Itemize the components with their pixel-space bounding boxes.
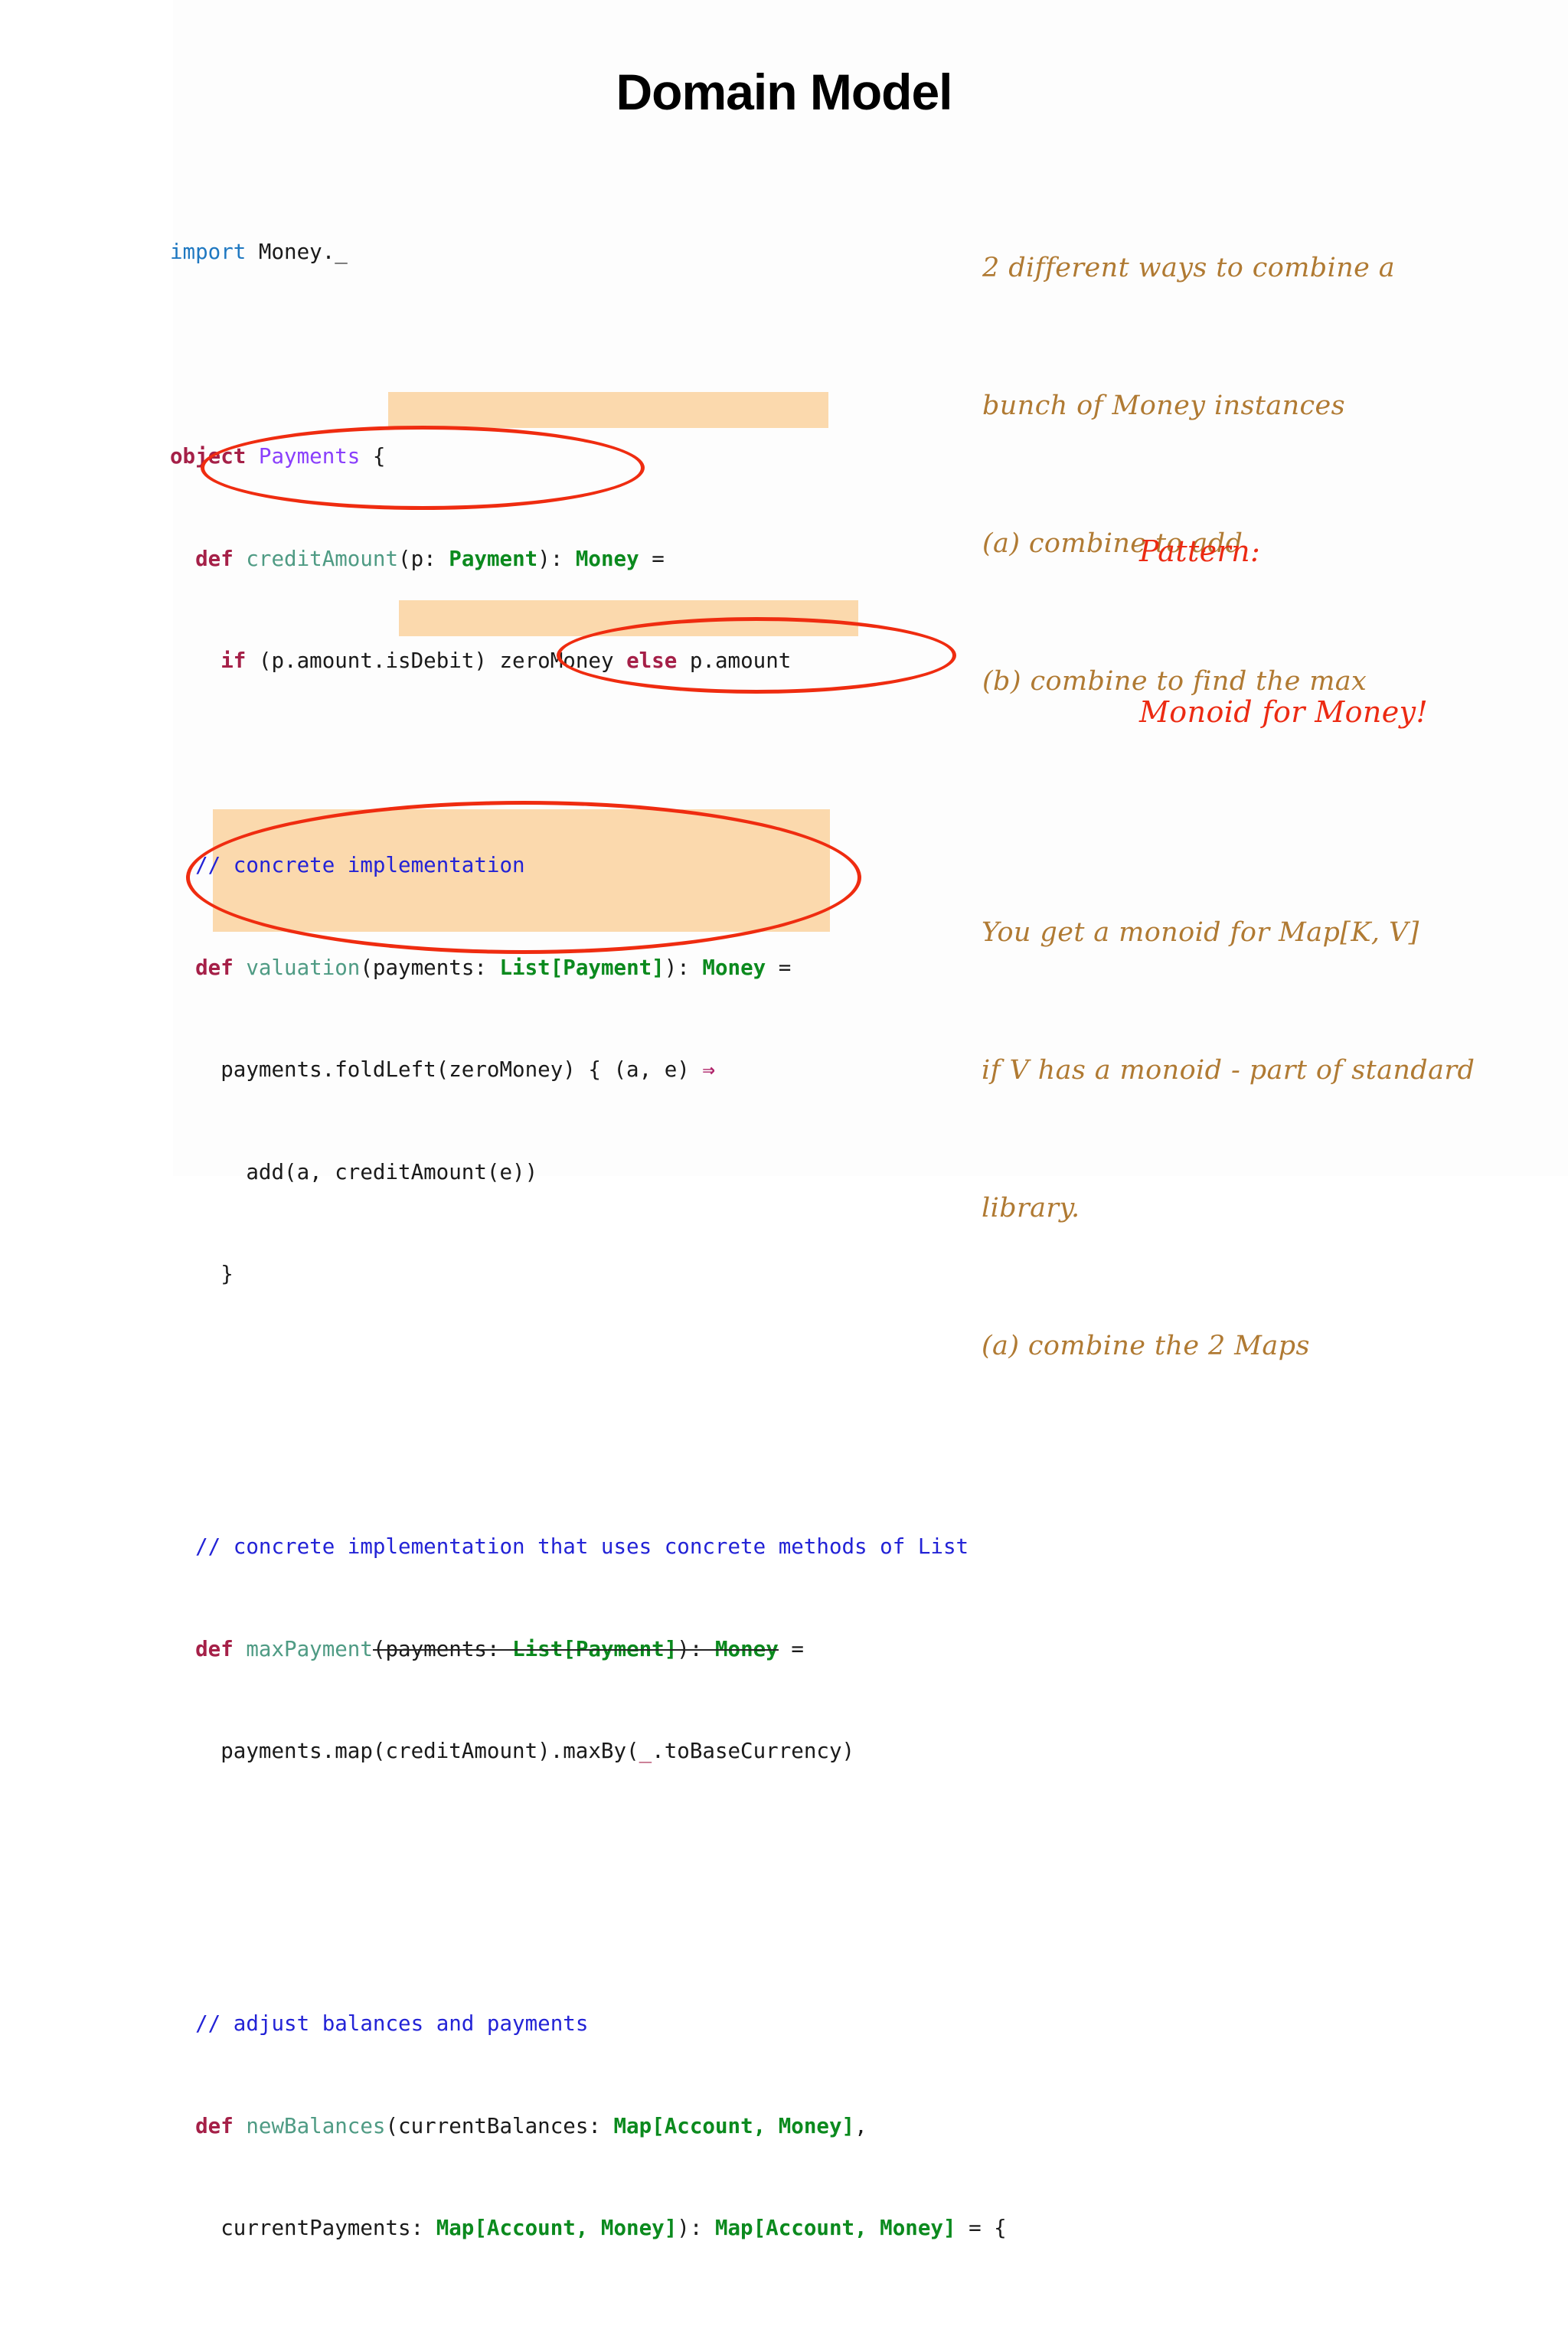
method-maxpayment: maxPayment <box>246 1636 373 1661</box>
type-money: Money <box>714 1636 779 1661</box>
keyword-def: def <box>195 1636 234 1661</box>
annotation-line: library. <box>982 1193 1080 1223</box>
comment-concrete-methods-of-list: // concrete implementation that uses con… <box>195 1534 969 1559</box>
ellipse-foldleft <box>201 426 645 510</box>
code-line-comment-3: // adjust balances and payments <box>170 2007 1007 2041</box>
code-line-comment-2: // concrete implementation that uses con… <box>170 1530 1007 1564</box>
method-newbalances: newBalances <box>246 2113 386 2138</box>
code-line-newbalances-sig-1: def newBalances(currentBalances: Map[Acc… <box>195 2113 867 2138</box>
underscore-placeholder: _ <box>639 1739 652 1763</box>
type-list-payment: List[Payment] <box>499 955 665 980</box>
type-map-account-money: Map[Account, Money] <box>436 2216 678 2240</box>
code-line-foldleft: payments.foldLeft(zeroMoney) { (a, e) ⇒ <box>170 1057 715 1082</box>
annotation-line: (a) combine to add <box>982 528 1243 559</box>
code-line-maxby: payments.map(creditAmount).maxBy(_.toBas… <box>170 1739 855 1763</box>
type-money: Money <box>575 546 639 571</box>
method-creditamount: creditAmount <box>246 546 399 571</box>
code-line-blank <box>170 1837 1007 1871</box>
code-line-blank <box>170 1360 1007 1394</box>
code-line-add: add(a, creditAmount(e)) <box>170 1159 538 1184</box>
method-valuation: valuation <box>246 955 361 980</box>
keyword-import: import <box>170 240 247 264</box>
code-background-band <box>173 0 1568 1176</box>
annotation-top-right: 2 different ways to combine a bunch of M… <box>982 153 1395 750</box>
keyword-if: if <box>220 648 247 673</box>
struck-signature: (payments: List[Payment]): Money <box>372 1636 779 1661</box>
comment-adjust-balances: // adjust balances and payments <box>195 2011 589 2036</box>
annotation-line: Monoid for Money! <box>1139 695 1429 729</box>
keyword-def: def <box>195 955 234 980</box>
code-line-blank <box>170 1428 1007 1462</box>
code-line-valuation-sig: def valuation(payments: List[Payment]): … <box>195 955 792 980</box>
keyword-def: def <box>195 546 234 571</box>
annotation-line: 2 different ways to combine a <box>982 253 1396 283</box>
keyword-def: def <box>195 2113 234 2138</box>
annotation-line: if V has a monoid - part of standard <box>982 1055 1475 1086</box>
annotation-line: (b) combine to find the max <box>982 666 1367 697</box>
page-title: Domain Model <box>616 64 952 120</box>
annotation-line: (a) combine the 2 Maps <box>982 1331 1310 1361</box>
left-margin-band <box>0 0 173 1176</box>
code-line-blank <box>170 2314 1007 2348</box>
type-payment: Payment <box>449 546 538 571</box>
ellipse-merge-block <box>186 801 861 954</box>
fat-arrow-icon: ⇒ <box>702 1057 715 1082</box>
annotation-line: You get a monoid for Map[K, V] <box>982 917 1419 948</box>
code-line-import: import Money._ <box>170 235 1007 270</box>
code-line-close-brace: } <box>170 1262 234 1286</box>
code-line-blank <box>170 746 1007 781</box>
code-line-blank <box>170 1905 1007 1939</box>
code-line-creditamount-sig: def creditAmount(p: Payment): Money = <box>195 546 665 571</box>
type-map-account-money: Map[Account, Money] <box>714 2216 956 2240</box>
import-target: Money._ <box>258 240 348 264</box>
highlight-valuation-signature <box>388 392 828 428</box>
annotation-line: Pattern: <box>1139 534 1261 568</box>
code-line-blank <box>170 338 1007 372</box>
annotation-pattern-monoid: Pattern: Monoid for Money! <box>1139 417 1428 792</box>
annotation-line: bunch of Money instances <box>982 390 1346 421</box>
type-money: Money <box>702 955 766 980</box>
type-map-account-money: Map[Account, Money] <box>613 2113 855 2138</box>
ellipse-maxby <box>557 617 956 694</box>
annotation-bottom-right: You get a monoid for Map[K, V] if V has … <box>982 818 1475 1415</box>
type-list-payment: List[Payment] <box>512 1636 678 1661</box>
code-line-newbalances-sig-2: currentPayments: Map[Account, Money]): M… <box>170 2216 1007 2240</box>
code-line-maxpayment-sig: def maxPayment(payments: List[Payment]):… <box>195 1636 804 1661</box>
